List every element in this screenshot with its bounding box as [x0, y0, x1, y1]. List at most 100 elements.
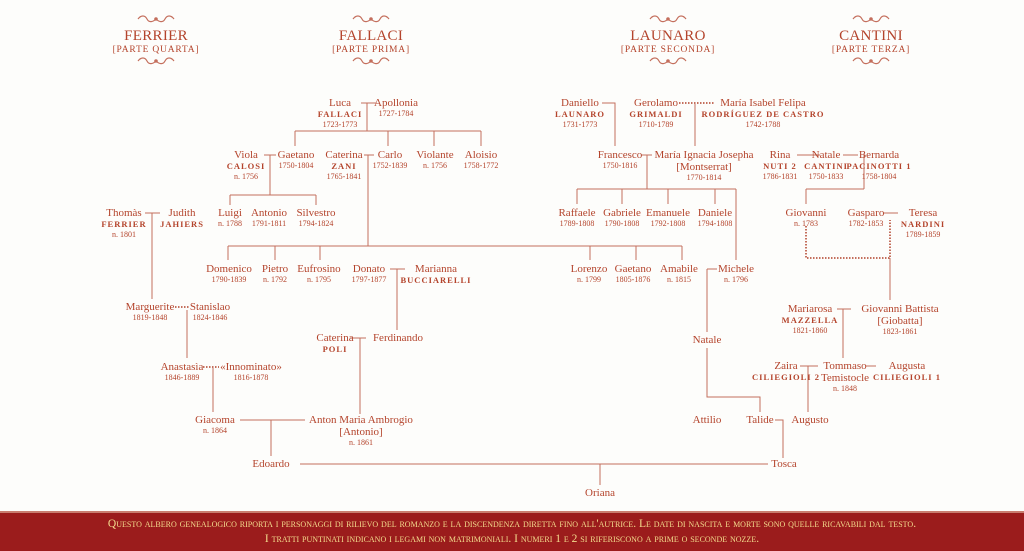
person-node: Giovanni Battista[Giobatta]1823-1861: [830, 303, 970, 337]
person-name: «Innominato»: [220, 361, 282, 373]
person-name: Marguerite: [125, 301, 175, 313]
person-dates: 1790-1808: [604, 219, 640, 228]
person-dates: 1805-1876: [615, 275, 651, 284]
person-dates: 1824-1846: [192, 313, 228, 322]
person-name: Gerolamo: [634, 97, 678, 109]
person-dates: n. 1848: [833, 384, 857, 393]
person-name: Daniello: [561, 97, 599, 109]
person-name: Gaetano: [277, 149, 315, 161]
person-name: Luca: [329, 97, 351, 109]
person-name: Giovanni: [785, 207, 827, 219]
person-node: Anton Maria Ambrogio[Antonio]n. 1861: [291, 414, 431, 448]
person-name: Raffaele: [558, 207, 596, 219]
person-name: Stanislao: [189, 301, 231, 313]
person-dates: 1750-1804: [278, 161, 314, 170]
family-part: [PARTE QUARTA]: [112, 45, 200, 55]
person-surname: NUTI 2: [763, 161, 797, 171]
family-heading-cantini: CANTINI[PARTE TERZA]: [791, 14, 951, 66]
legend-line-2: I tratti puntinati indicano i legami non…: [264, 533, 760, 545]
person-node: María Ignacia Josepha[Montserrat]1770-18…: [634, 149, 774, 183]
person-dates: 1792-1808: [650, 219, 686, 228]
person-dates: 1765-1841: [326, 172, 362, 181]
person-alias: Temistocle: [820, 372, 870, 384]
person-dates: 1823-1861: [882, 327, 918, 336]
family-heading-fallaci: FALLACI[PARTE PRIMA]: [291, 14, 451, 66]
person-name: Eufrosino: [297, 263, 341, 275]
family-title: LAUNARO: [630, 28, 706, 44]
person-name: Francesco: [597, 149, 643, 161]
person-dates: 1794-1808: [697, 219, 733, 228]
person-surname: RODRÍGUEZ DE CASTRO: [701, 109, 825, 119]
person-node: Edoardo: [201, 458, 341, 470]
ornament-icon: [588, 14, 748, 24]
family-part: [PARTE TERZA]: [831, 45, 911, 55]
person-name: María Ignacia Josepha: [654, 149, 754, 161]
person-dates: n. 1792: [263, 275, 287, 284]
person-surname: CILIEGIOLI 2: [752, 372, 820, 382]
person-name: María Isabel Felipa: [720, 97, 806, 109]
person-node: Attilio: [637, 414, 777, 426]
person-alias: [Montserrat]: [676, 161, 732, 173]
family-part: [PARTE SECONDA]: [620, 45, 716, 55]
person-name: Zaira: [774, 360, 798, 372]
person-name: Michele: [717, 263, 755, 275]
person-name: Edoardo: [252, 458, 290, 470]
person-node: Ferdinando: [328, 332, 468, 344]
person-name: Carlo: [377, 149, 403, 161]
person-name: Oriana: [585, 487, 615, 499]
person-name: Mariarosa: [787, 303, 833, 315]
person-name: Antonio: [250, 207, 288, 219]
person-dates: n. 1864: [203, 426, 227, 435]
person-surname: JAHIERS: [160, 219, 204, 229]
person-surname: CALOSI: [226, 161, 266, 171]
person-name: Gabriele: [603, 207, 641, 219]
person-dates: 1752-1839: [372, 161, 408, 170]
person-dates: 1790-1839: [211, 275, 247, 284]
person-node: Natale: [637, 334, 777, 346]
person-dates: 1786-1831: [762, 172, 798, 181]
person-surname: PACINOTTI 1: [846, 161, 912, 171]
person-name: Gasparo: [847, 207, 885, 219]
person-dates: n. 1799: [577, 275, 601, 284]
person-name: Violante: [416, 149, 454, 161]
person-name: Attilio: [692, 414, 722, 426]
person-dates: 1846-1889: [164, 373, 200, 382]
person-dates: 1727-1784: [378, 109, 414, 118]
person-name: Natale: [692, 334, 722, 346]
person-name: Pietro: [261, 263, 289, 275]
person-name: Marianna: [414, 263, 458, 275]
person-alias: [Giobatta]: [877, 315, 923, 327]
person-name: Natale: [811, 149, 841, 161]
person-name: Caterina: [325, 149, 363, 161]
person-dates: 1742-1788: [745, 120, 781, 129]
family-part: [PARTE PRIMA]: [332, 45, 410, 55]
person-name: Donato: [352, 263, 386, 275]
person-dates: n. 1801: [112, 230, 136, 239]
